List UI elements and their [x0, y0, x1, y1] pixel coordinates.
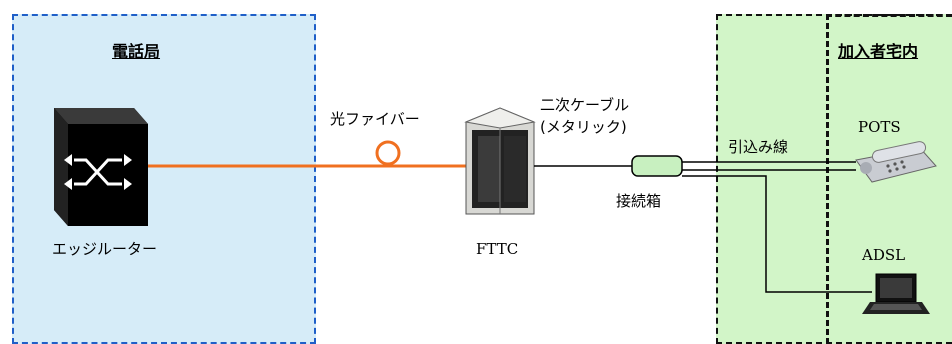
fiber-loop: [375, 140, 401, 166]
pots-label: POTS: [858, 118, 901, 136]
junction-box-label: 接続箱: [616, 192, 662, 210]
fttc-label: FTTC: [476, 240, 519, 258]
wiring-layer: [54, 107, 937, 314]
router-icon: [54, 108, 148, 226]
drop-wire-label: 引込み線: [728, 138, 789, 156]
junction-box-icon: [631, 155, 683, 177]
premise-boundary: [826, 14, 829, 344]
laptop-icon: [862, 273, 930, 314]
metallic-label: (メタリック): [540, 118, 627, 136]
drop-wire: [682, 161, 872, 293]
router-label: エッジルーター: [52, 240, 158, 258]
premise-boundary-top: [826, 14, 952, 17]
phone-icon: [855, 141, 937, 183]
cabinet-icon: [464, 107, 536, 215]
fiber-label: 光ファイバー: [330, 110, 420, 128]
network-diagram: 電話局 加入者宅内: [12, 14, 952, 344]
adsl-label: ADSL: [862, 246, 906, 264]
premise-title: 加入者宅内: [838, 42, 919, 61]
secondary-cable-label: 二次ケーブル: [540, 96, 630, 114]
office-title: 電話局: [112, 42, 161, 61]
